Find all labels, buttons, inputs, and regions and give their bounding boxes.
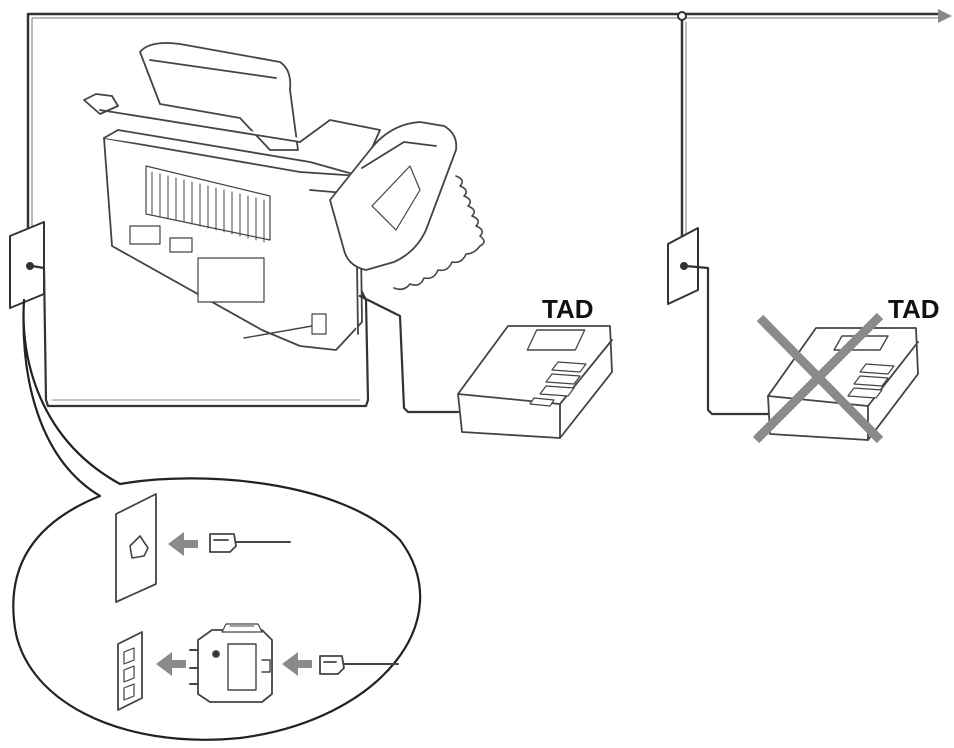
answering-machine-connected xyxy=(457,325,613,439)
cable-socket-to-tad-disconnected xyxy=(684,264,772,416)
wall-socket-left xyxy=(9,221,45,309)
line-arrow-icon xyxy=(938,9,952,23)
tad-disconnected-label: TAD xyxy=(888,294,940,324)
phone-line xyxy=(26,9,952,260)
wall-socket-icon xyxy=(129,535,149,559)
arrow-left-icon xyxy=(168,532,198,556)
detail-wall-socket-lower xyxy=(117,631,143,711)
junction-dot xyxy=(677,11,687,21)
arrow-left-icon xyxy=(282,652,312,676)
cable-socket-to-fax xyxy=(30,264,370,408)
detail-wall-socket xyxy=(115,493,157,603)
callout-bubble xyxy=(12,298,422,741)
cross-mark-icon xyxy=(752,312,884,444)
arrow-left-icon xyxy=(156,652,186,676)
socket-adapter-icon xyxy=(189,623,273,703)
tad-connected-label: TAD xyxy=(542,294,594,324)
fax-machine-icon xyxy=(83,42,458,351)
handset-cord xyxy=(393,175,485,291)
wall-socket-right xyxy=(667,227,699,305)
cable-fax-to-tad xyxy=(358,294,460,414)
phone-plug-icon xyxy=(319,655,399,675)
phone-plug-icon xyxy=(209,533,291,553)
